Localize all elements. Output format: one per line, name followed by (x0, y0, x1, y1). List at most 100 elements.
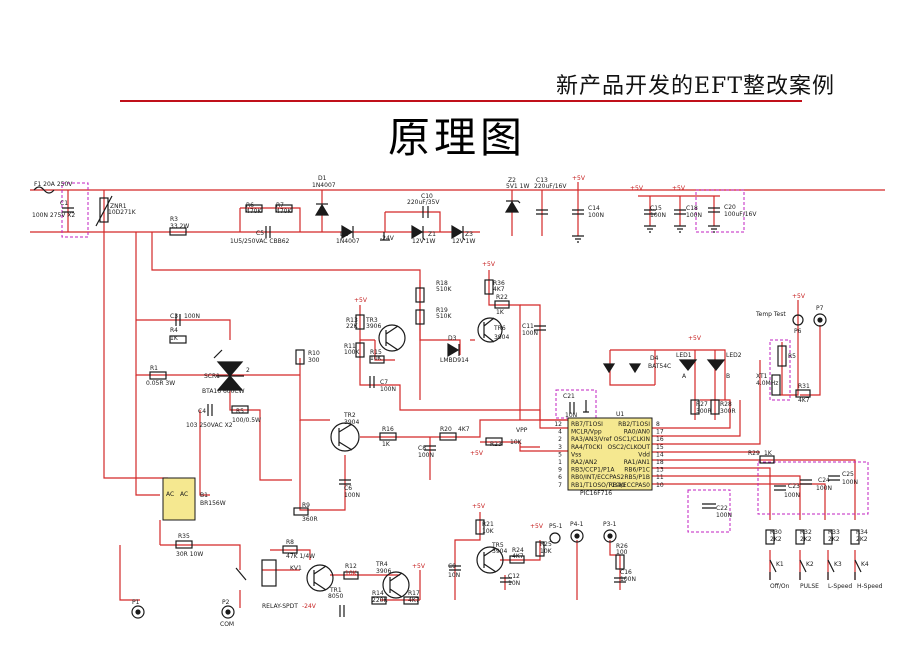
chip-pin-right: RB4/ECCPAS0 (609, 482, 650, 489)
label-P2: P2 (222, 599, 230, 606)
label-C20: C20 (724, 204, 736, 211)
label-TR5: TR5 (491, 542, 504, 549)
label-R24-value: 4K7 (512, 553, 524, 560)
label-R8-value: 47K 1/4W (286, 553, 315, 560)
label-plus5v-5: +5V (354, 297, 368, 304)
label-C7-value: 100N (380, 386, 396, 393)
label-B1-ac1: AC (166, 491, 174, 498)
label-D2-value: 1N4007 (336, 238, 360, 245)
label-R16-value: 1K (382, 441, 391, 448)
chip-pin-number-left: 6 (558, 474, 562, 481)
label-C1: C1 (60, 200, 68, 207)
chip-pin-left: RB3/CCP1/P1A (571, 467, 615, 474)
label-P4-1: P4-1 (570, 521, 584, 528)
label-R12: R12 (345, 563, 357, 570)
label-R18-value: 510K (436, 286, 452, 293)
chip-pin-right: Vdd (638, 451, 650, 458)
label-P5-1: P5-1 (549, 523, 563, 530)
label-l-speed: L-Speed (828, 583, 852, 590)
label-R23: R23 (490, 441, 502, 448)
label-R27-value: 300R (696, 408, 712, 415)
label-Z3: Z3 (465, 231, 473, 238)
label-R21: R21 (482, 521, 494, 528)
label-C11: C11 (522, 323, 534, 330)
label-R12-value: 10K (345, 570, 358, 577)
label-R15: R15 (370, 349, 382, 356)
label-C6: C6 (344, 485, 352, 492)
label-C3-value: 100N (184, 313, 200, 320)
chip-pin-number-right: 17 (656, 429, 664, 436)
header-underline (120, 100, 802, 102)
label-R9: R9 (302, 502, 310, 509)
chip-pin-right: RA1/AN1 (624, 459, 650, 466)
label-Z2: Z2 (508, 177, 516, 184)
chip-pin-right: RB2/T1OSI (618, 421, 650, 428)
label-D1-value: 1N4007 (312, 182, 336, 189)
label-TR6: TR6 (493, 325, 506, 332)
chip-pin-number-left: 3 (558, 444, 562, 451)
chip-pin-number-left: 1 (558, 459, 562, 466)
label-R20: R20 (440, 426, 452, 433)
chip-pin-number-left: 9 (558, 467, 562, 474)
label-C5: C5 (256, 230, 264, 237)
label-C5-value: 1U5/250VAC CBB62 (230, 238, 290, 245)
label-plus5v-11: +5V (412, 563, 426, 570)
label-R32-value: 2K2 (800, 536, 812, 543)
label-TR5-value: 3904 (492, 548, 507, 555)
label-C22: C22 (716, 505, 728, 512)
label-R26: R26 (616, 543, 628, 550)
chip-pin-right: RB5/P1B (624, 474, 650, 481)
label-plus5v-3: +5V (672, 185, 686, 192)
label-D3-value: LMBD914 (440, 357, 469, 364)
label-B1-value: BR156W (200, 500, 226, 507)
chip-pin-number-left: 2 (558, 436, 562, 443)
label-off-on: Off/On (770, 583, 790, 590)
label-K2: K2 (806, 561, 814, 568)
label-C23-value: 100N (784, 492, 800, 499)
label-C7: C7 (380, 379, 388, 386)
label-D2: D2 (340, 231, 349, 238)
chip-pin-left: RB7/T1OSI (571, 421, 603, 428)
chip-pin-left: RB1/T1OSO/T1CKI (571, 482, 625, 489)
chip-pin-right: RA0/AN0 (624, 429, 650, 436)
label-R11: R11 (344, 343, 356, 350)
chip-pin-left: MCLR/Vpp (571, 429, 602, 436)
label-U1: U1 (616, 411, 624, 418)
label-K3: K3 (834, 561, 842, 568)
label-TR4-value: 3906 (376, 568, 391, 575)
label-R3: R3 (170, 216, 178, 223)
label-neg24v-b: -24V (302, 603, 317, 610)
label-R33-value: 2K2 (828, 536, 840, 543)
label-R6: R6 (246, 202, 254, 209)
label-R28: R28 (720, 401, 732, 408)
label-D3: D3 (448, 335, 457, 342)
label-D4-value: BAT54C (648, 363, 671, 370)
label-KV1: KV1 (290, 565, 302, 572)
label-R16: R16 (382, 426, 394, 433)
label-C8-value: 100N (418, 452, 434, 459)
label-R36-value: 4K7 (493, 286, 505, 293)
label-TR2: TR2 (343, 412, 356, 419)
label-R27: R27 (696, 401, 708, 408)
label-R24: R24 (512, 547, 524, 554)
label-R11-value: 100K (344, 349, 360, 356)
label-LED2: LED2 (726, 352, 742, 359)
label-K4: K4 (861, 561, 869, 568)
label-SCR1-pin2: 2 (246, 367, 250, 374)
label-R35: R35 (178, 533, 190, 540)
label-R1: R1 (150, 365, 158, 372)
chip-pin-right: RB6/P1C (624, 467, 650, 474)
label-LED1: LED1 (676, 352, 692, 359)
label-ZNR1: ZNR1 (110, 203, 127, 210)
chip-pin-number-right: 8 (656, 421, 660, 428)
label-C3: C3 (170, 313, 178, 320)
label-R9-value: 360R (302, 516, 318, 523)
label-R19: R19 (436, 307, 448, 314)
label-XT1: XT1 (756, 373, 768, 380)
label-R10-value: 300 (308, 357, 320, 364)
chip-name: PIC16F716 (580, 490, 612, 497)
label-C15-value: 100N (650, 212, 666, 219)
label-R14: R14 (372, 590, 384, 597)
chip-pin-number-right: 15 (656, 444, 664, 451)
label-R36: R36 (493, 280, 505, 287)
